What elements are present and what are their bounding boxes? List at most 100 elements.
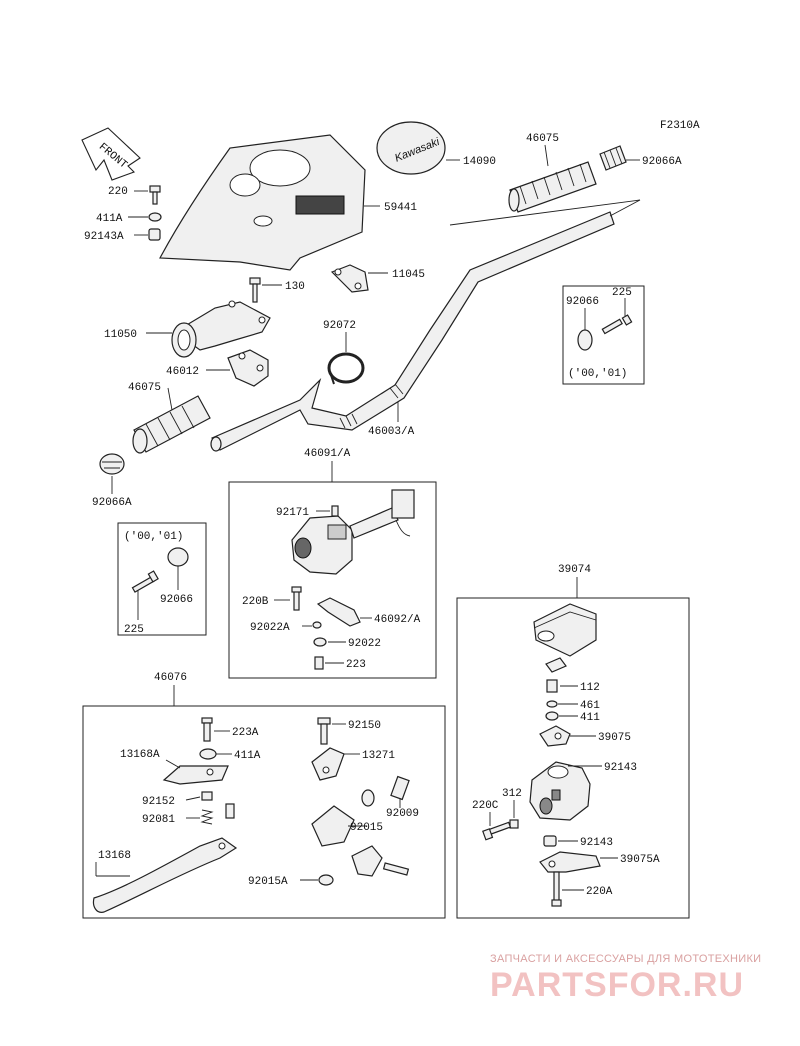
label-92009: 92009 <box>386 808 419 820</box>
screw-223-icon <box>314 656 324 670</box>
washer-411a-icon <box>148 212 162 222</box>
lever-assembly-box <box>82 705 446 919</box>
label-14090: 14090 <box>463 156 496 168</box>
label-411a-b: 411A <box>234 750 261 762</box>
diagram-code: F2310A <box>660 120 700 132</box>
emblem-14090-icon: Kawasaki <box>376 121 446 175</box>
label-92015: 92015 <box>350 822 383 834</box>
label-223: 223 <box>346 659 366 671</box>
watermark-tagline: ЗАПЧАСТИ И АКСЕССУАРЫ ДЛЯ МОТОТЕХНИКИ <box>490 953 761 965</box>
label-92066-box2: 92066 <box>160 594 193 606</box>
switch-box-46091a <box>228 481 437 679</box>
label-92143-r2: 92143 <box>580 837 613 849</box>
label-39074: 39074 <box>558 564 591 576</box>
label-13168a: 13168A <box>120 749 160 761</box>
label-92072: 92072 <box>323 320 356 332</box>
label-411-r: 411 <box>580 712 600 724</box>
watermark-logo: PARTSFOR.RU <box>490 966 744 1004</box>
label-46091a: 46091/A <box>304 448 351 460</box>
label-92081: 92081 <box>142 814 175 826</box>
screw-220b-icon <box>291 586 302 611</box>
label-59441: 59441 <box>384 202 417 214</box>
label-130: 130 <box>285 281 305 293</box>
label-411a: 411A <box>96 213 123 225</box>
master-cylinder-box <box>456 597 690 919</box>
label-13271: 13271 <box>362 750 395 762</box>
holder-46012-icon <box>227 349 269 387</box>
label-92066-box1: 92066 <box>566 296 599 308</box>
screw-225-box2-icon <box>131 570 159 593</box>
label-220: 220 <box>108 186 128 198</box>
label-220b: 220B <box>242 596 269 608</box>
label-92022a: 92022A <box>250 622 290 634</box>
bolt-130-icon <box>249 277 261 303</box>
collar-92143a-icon <box>148 228 161 241</box>
master-cylinder-icon <box>529 761 591 821</box>
screw-92171-icon <box>331 505 339 517</box>
grip-end-92066a-left-icon <box>99 453 125 475</box>
lever-13168-icon <box>92 837 238 913</box>
label-46075-top: 46075 <box>526 133 559 145</box>
option-box-1 <box>562 285 645 385</box>
washer-461-icon <box>546 700 558 708</box>
box1-years: ('00,'01) <box>568 368 627 380</box>
cable-holder-92015-icon <box>311 805 410 877</box>
meter-cover-59441-icon <box>159 134 366 271</box>
clip-icon <box>545 657 567 673</box>
bolt-220a-icon <box>551 871 562 907</box>
nut-92152-icon <box>201 791 213 801</box>
bolt-92150-icon <box>317 717 331 745</box>
handlebar-46003a-icon <box>210 211 615 452</box>
label-46003a: 46003/A <box>368 426 415 438</box>
label-92150: 92150 <box>348 720 381 732</box>
cap-39074-icon <box>533 603 597 657</box>
adjuster-92009-icon <box>361 775 410 807</box>
lever-holder-13168a-icon <box>162 765 229 785</box>
grip-end-92066-box2-icon <box>167 547 189 567</box>
screw-223a-icon <box>201 717 213 742</box>
nut-92015a-icon <box>318 874 334 886</box>
bolt-220c-icon <box>482 821 512 841</box>
washer-92022-icon <box>313 637 327 647</box>
label-39075a: 39075A <box>620 854 660 866</box>
front-arrow-icon: FRONT <box>81 127 141 181</box>
label-46092a: 46092/A <box>374 614 421 626</box>
grip-46075-top-icon <box>508 161 597 213</box>
label-46012: 46012 <box>166 366 199 378</box>
label-46075-left: 46075 <box>128 382 161 394</box>
grip-end-92066a-top-icon <box>599 145 627 171</box>
label-220a: 220A <box>586 886 613 898</box>
washer-411-icon <box>545 711 559 721</box>
clamp-92072-icon <box>327 352 365 385</box>
label-39075: 39075 <box>598 732 631 744</box>
bracket-13271-icon <box>311 747 345 781</box>
switch-housing-icon <box>291 489 415 575</box>
label-46076: 46076 <box>154 672 187 684</box>
label-461: 461 <box>580 700 600 712</box>
label-92022: 92022 <box>348 638 381 650</box>
label-92066a-left: 92066A <box>92 497 132 509</box>
spring-92081-icon <box>200 803 235 825</box>
label-312: 312 <box>502 788 522 800</box>
washer-411a-b-icon <box>199 748 217 760</box>
bracket-11045-icon <box>330 264 369 293</box>
option-box-2 <box>117 522 207 636</box>
label-92066a-top: 92066A <box>642 156 682 168</box>
label-92143a: 92143A <box>84 231 124 243</box>
washer-92022a-icon <box>312 621 322 629</box>
holder-39075-icon <box>539 725 571 747</box>
label-223a: 223A <box>232 727 259 739</box>
box2-years: ('00,'01) <box>124 531 183 543</box>
lever-46092a-icon <box>316 597 361 627</box>
label-92143-r1: 92143 <box>604 762 637 774</box>
bolt-112-icon <box>546 679 558 693</box>
grip-end-92066-box1-icon <box>577 329 593 351</box>
label-220c: 220C <box>472 800 499 812</box>
label-11045: 11045 <box>392 269 425 281</box>
label-112: 112 <box>580 682 600 694</box>
holder-11050-icon <box>171 300 271 358</box>
bolt-312-icon <box>509 819 519 829</box>
grip-46075-left-icon <box>132 395 211 454</box>
label-92015a: 92015A <box>248 876 288 888</box>
